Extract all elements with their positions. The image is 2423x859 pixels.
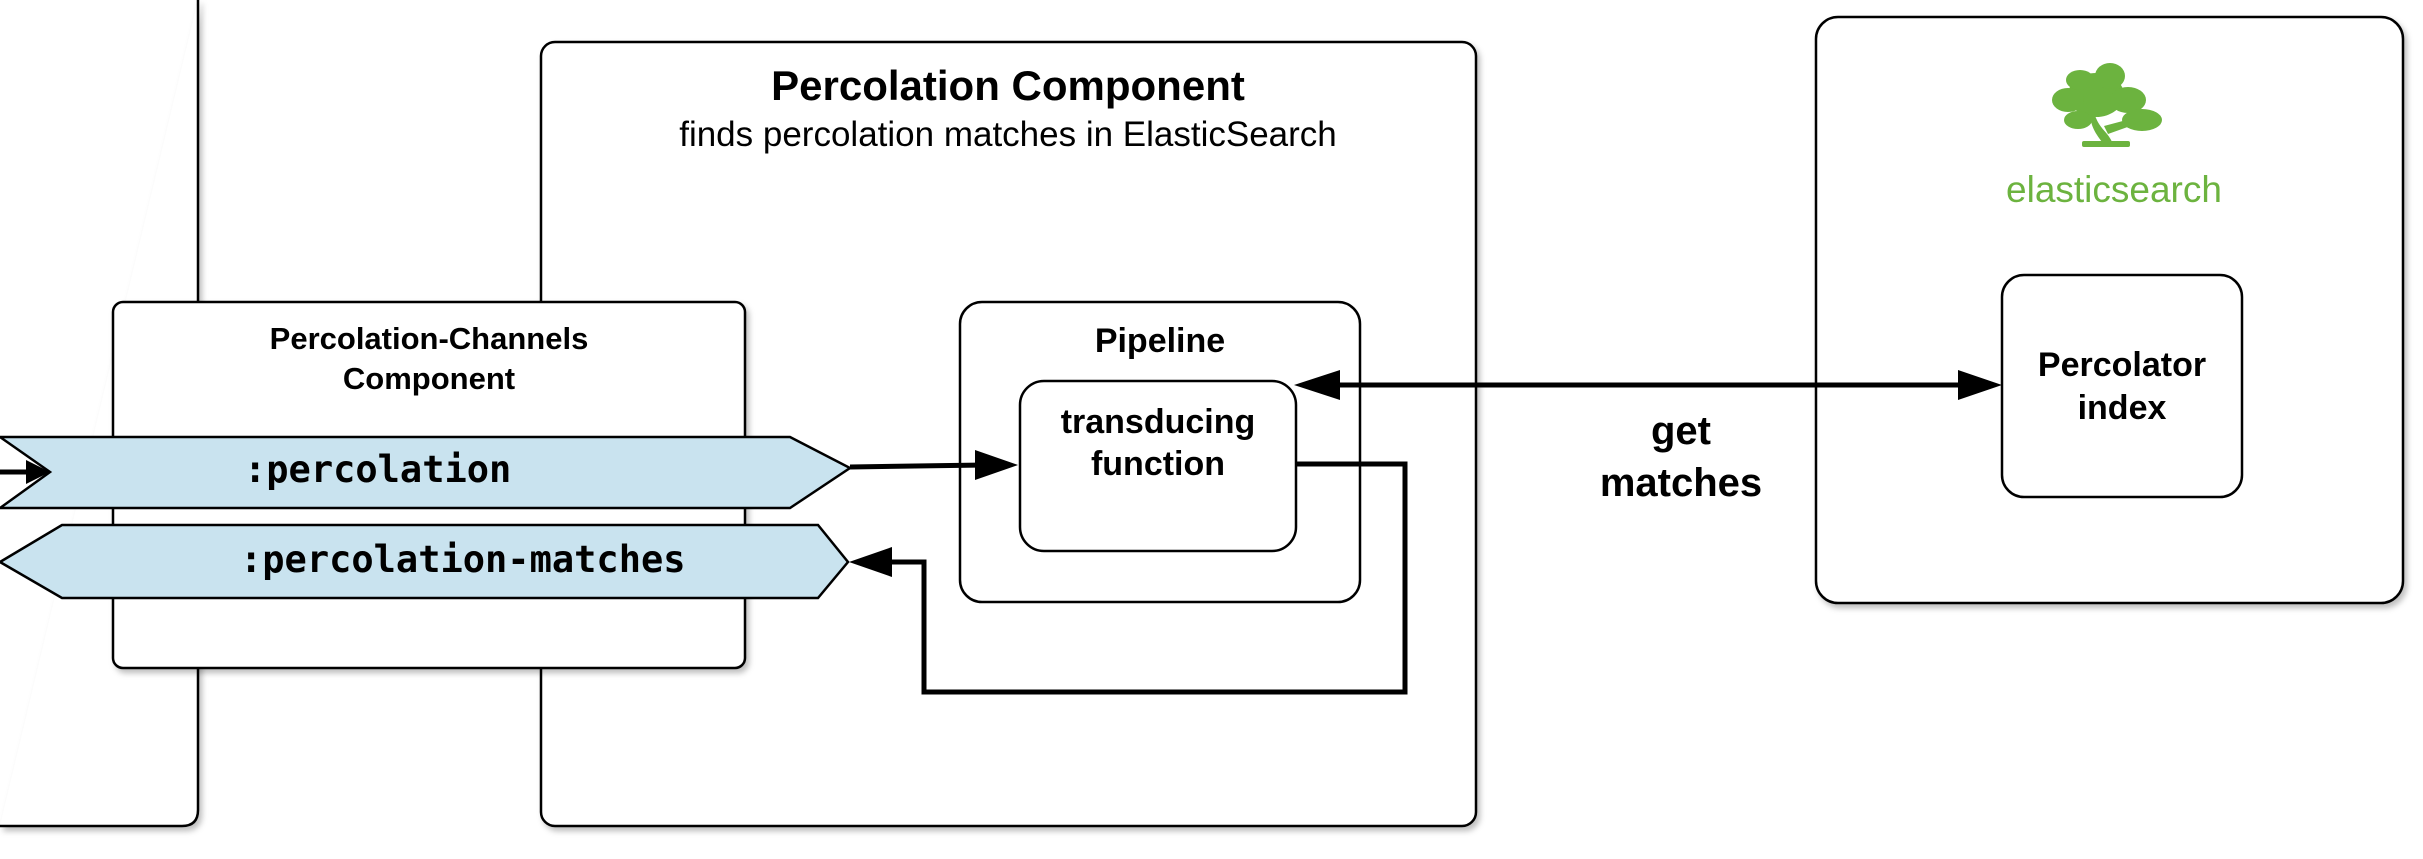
channels-component-title-line2: Component (343, 361, 515, 396)
input-arrow (849, 462, 986, 470)
get-matches-arrowhead-left-icon (1294, 370, 1340, 400)
percolator-index-label-line2: index (2078, 389, 2167, 427)
percolation-matches-channel-label: :percolation-matches (240, 538, 686, 581)
percolation-component-subtitle: finds percolation matches in ElasticSear… (679, 115, 1337, 154)
elasticsearch-logo-icon (2052, 63, 2162, 147)
get-matches-arrowhead-right-icon (1958, 370, 2002, 400)
percolation-matches-channel (0, 523, 850, 600)
incoming-arrowhead-icon (26, 460, 50, 484)
transducing-function-label-line1: transducing (1061, 403, 1256, 441)
percolation-channel-label: :percolation (244, 448, 511, 491)
percolation-component-title: Percolation Component (771, 62, 1245, 109)
get-matches-label-line1: get (1651, 409, 1711, 453)
elasticsearch-logo-text: elasticsearch (2006, 169, 2222, 210)
pipeline-title: Pipeline (1095, 322, 1225, 360)
input-arrowhead-icon (975, 450, 1018, 480)
percolator-index-label-line1: Percolator (2038, 346, 2206, 384)
output-arrowhead-icon (849, 547, 892, 577)
channels-component-title-line1: Percolation-Channels (270, 321, 589, 356)
output-arrow (880, 461, 1408, 695)
percolator-index-box (2000, 273, 2244, 499)
transducing-function-label-line2: function (1091, 445, 1225, 483)
get-matches-label-line2: matches (1600, 461, 1762, 505)
